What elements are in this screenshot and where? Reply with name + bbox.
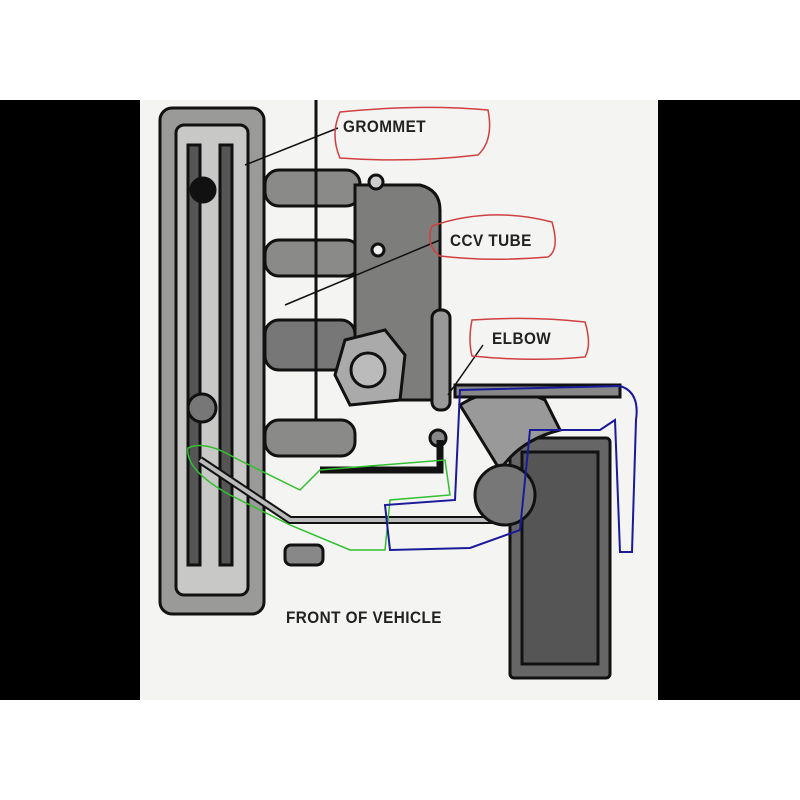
ccv-tube-label: CCV TUBE xyxy=(450,231,532,250)
elbow-callout xyxy=(469,317,590,361)
front-of-vehicle-label: FRONT OF VEHICLE xyxy=(286,608,442,627)
elbow-label: ELBOW xyxy=(492,329,552,348)
ccv-tube-callout xyxy=(429,214,556,261)
green-highlight xyxy=(187,444,451,551)
oil-cap xyxy=(186,392,218,424)
grommet-label: GROMMET xyxy=(343,117,427,136)
grommet xyxy=(189,176,217,204)
blue-highlight xyxy=(383,384,638,553)
grommet-callout xyxy=(334,106,491,161)
